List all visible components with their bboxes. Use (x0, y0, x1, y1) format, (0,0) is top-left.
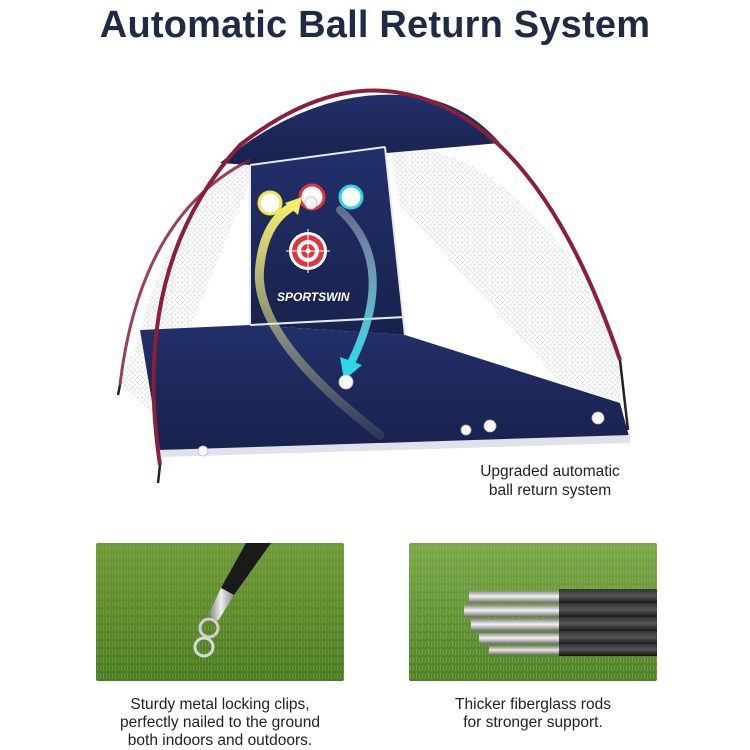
bullseye-target-icon (286, 229, 330, 273)
golf-ball (460, 424, 472, 436)
return-arrow-yellow (254, 200, 385, 440)
sportswin-logo: SPORTSWIN (277, 290, 350, 304)
hero-caption: Upgraded automatic ball return system (480, 463, 620, 499)
metal-clip-photo (96, 543, 344, 681)
side-mesh-right (390, 145, 620, 425)
golf-ball (338, 374, 354, 390)
page-title: Automatic Ball Return System (99, 4, 651, 46)
floor-panel (140, 325, 630, 450)
arch-frame-front (151, 88, 622, 466)
golf-net-illustration: SPORTSWIN (116, 88, 630, 484)
canopy-top (220, 94, 500, 165)
golf-ball (483, 419, 497, 433)
feature-caption-clips: Sturdy metal locking clips, perfectly na… (120, 696, 320, 749)
fiberglass-rods-photo (409, 543, 657, 681)
golf-ball (591, 411, 605, 425)
return-arrow-cyan (336, 206, 377, 369)
cyan-target-ring (338, 184, 364, 210)
yellow-target-ring (257, 190, 283, 216)
back-panel (250, 147, 405, 335)
golf-ball (197, 445, 209, 457)
arch-frame-left (118, 158, 251, 386)
feature-caption-rods: Thicker fiberglass rods for stronger sup… (455, 696, 611, 731)
